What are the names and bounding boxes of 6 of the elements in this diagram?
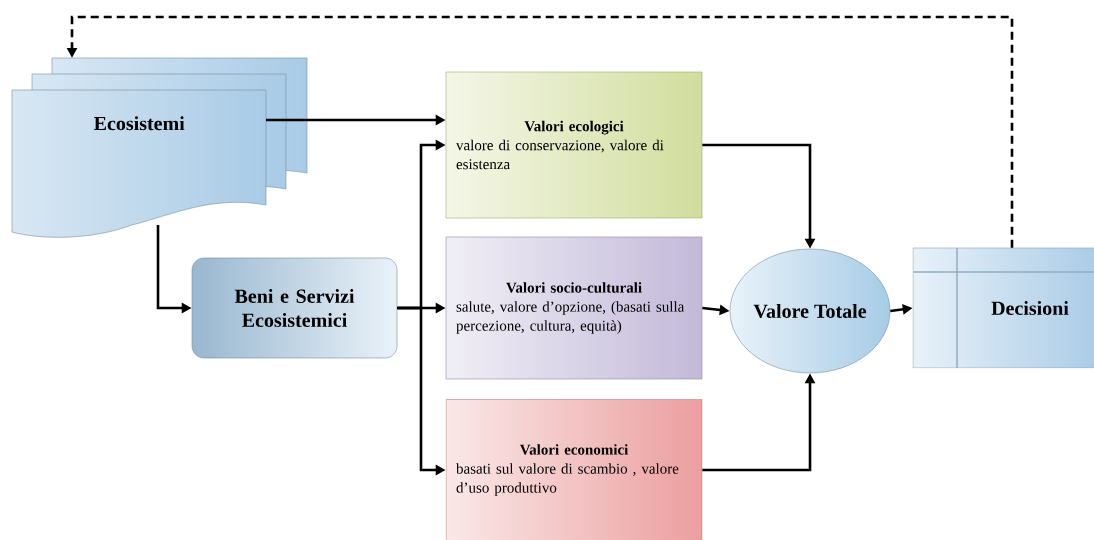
- document-stack: Ecosistemi: [11, 57, 308, 238]
- value-box: Valori ecologici valore di conservazione, valore di esistenza: [445, 71, 703, 219]
- value-box: Valori socio-culturali salute, valore d’opzione, (basati sulla percezione, cultura, equità): [445, 236, 703, 380]
- value-box: Valori economici basati sul valore di scambio , valore d’uso produttivo: [445, 399, 703, 540]
- decision-box: Decisioni: [912, 247, 1094, 369]
- process-box: Beni e Servizi Ecosistemici: [191, 257, 398, 359]
